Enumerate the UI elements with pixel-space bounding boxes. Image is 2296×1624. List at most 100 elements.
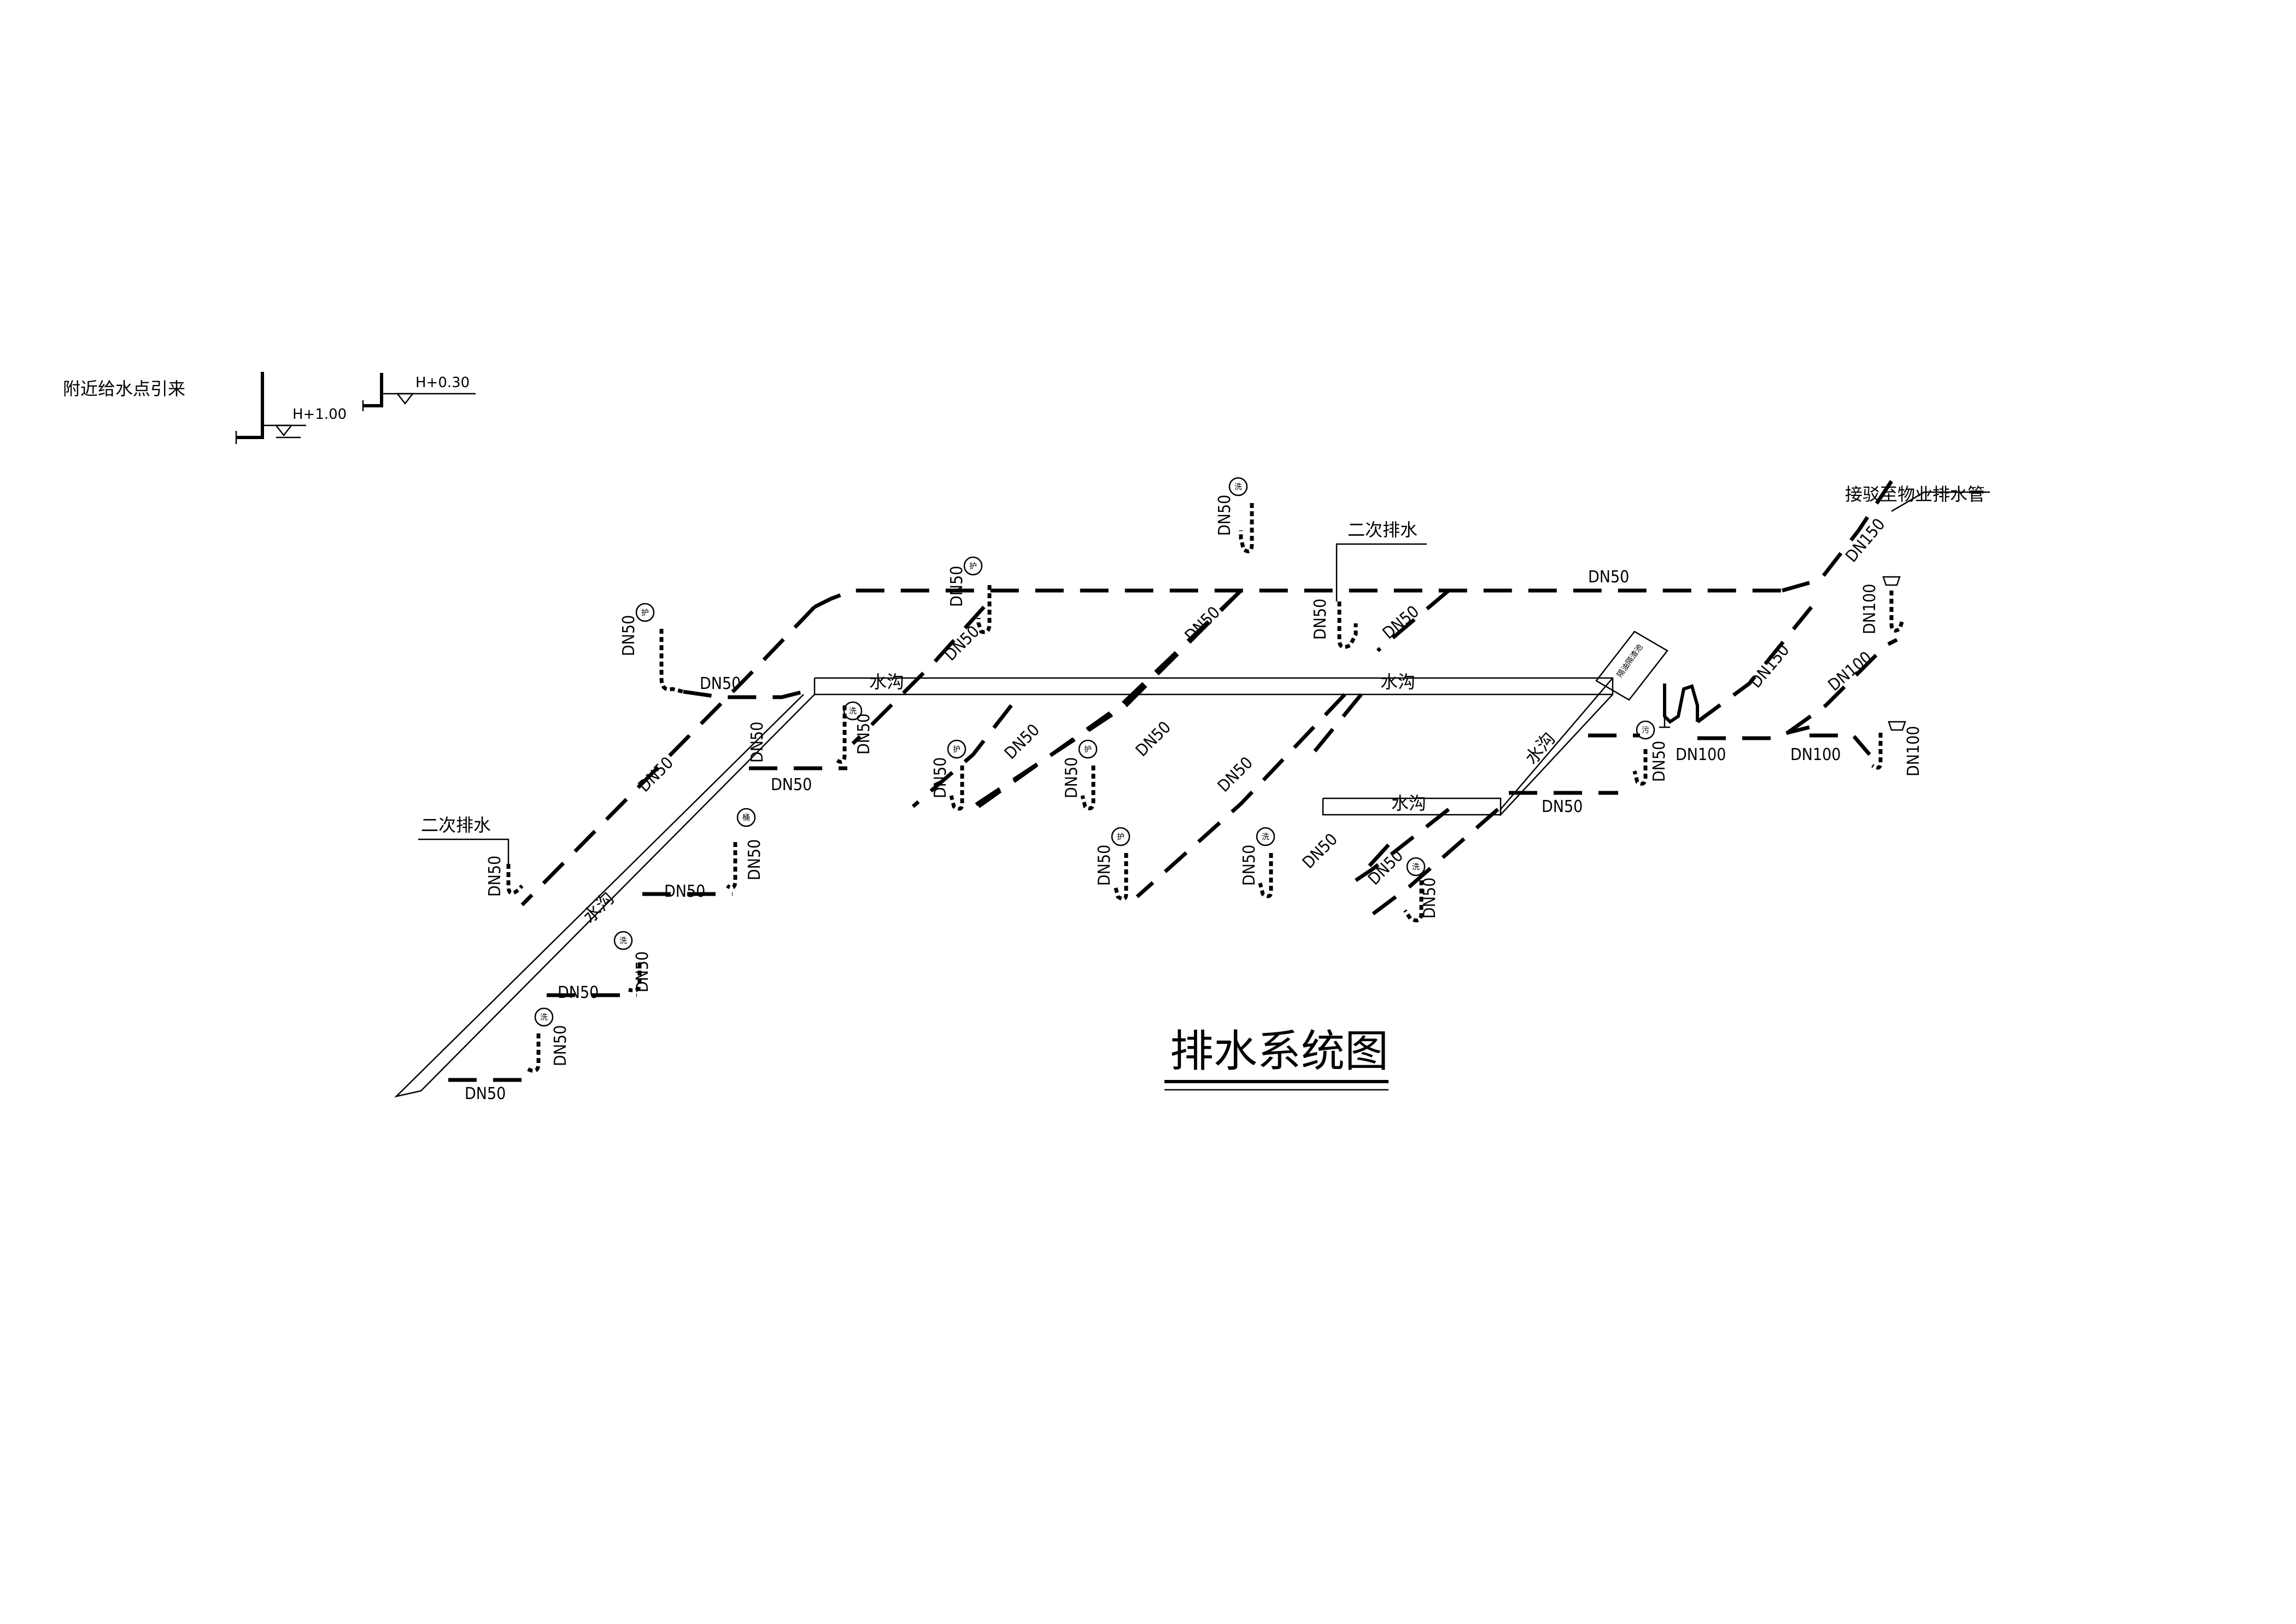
trap-secondary-left	[506, 864, 524, 895]
secondary-drain-label-left: 二次排水	[421, 815, 491, 836]
dn-label-18: DN50	[1095, 845, 1114, 886]
fixture-wu: 污	[1642, 726, 1649, 735]
left-branch-pipe	[683, 687, 815, 699]
trench-main-horizontal	[813, 677, 1614, 696]
supply-riser-1	[235, 372, 306, 444]
dn-label-31: DN50	[465, 1084, 506, 1103]
trap-xi-5	[526, 1033, 541, 1073]
dn-label-27: DN50	[664, 882, 705, 901]
drawing-title: 排水系统图	[1170, 1026, 1389, 1077]
dn-label-20: DN50	[1299, 830, 1342, 873]
drain-pipes	[448, 480, 1898, 1082]
dn-label-36: DN100	[1825, 648, 1876, 695]
fixture-hu-1: 护	[641, 609, 649, 617]
trap-hu-3	[949, 766, 964, 811]
dn-label-22: DN50	[1420, 878, 1439, 919]
dn-label-28: DN50	[633, 951, 652, 992]
trap-dn100-bottom	[1871, 733, 1883, 770]
dn-label-24: DN50	[1650, 741, 1669, 782]
dn-label-03: DN50	[635, 753, 677, 796]
water-source-note: 附近给水点引来	[63, 378, 185, 399]
branch-pipe-1	[851, 605, 986, 745]
branch-pipe-3	[977, 589, 1243, 808]
trench-label-5: 水沟	[1391, 793, 1426, 814]
trap-xi-top	[1239, 503, 1254, 553]
dn-label-05: DN50	[941, 622, 983, 665]
trap-dn100-top	[1889, 591, 1905, 633]
trap-xi-3	[1403, 880, 1424, 922]
trench-main-diagonal	[394, 694, 815, 1098]
trap-hu-4	[1080, 766, 1096, 810]
trench-label-1: 水沟	[869, 671, 904, 692]
connection-label: 接驳至物业排水管	[1845, 484, 1985, 505]
fixture-xi-3: 洗	[1412, 863, 1420, 872]
dn-label-01: DN50	[700, 674, 741, 693]
trap-xi-4	[628, 962, 642, 992]
branch-pipe-6	[1310, 693, 1363, 756]
dn-label-37: DN100	[1676, 745, 1726, 764]
fixture-tong: 桶	[742, 814, 750, 822]
dn-label-17: DN50	[1214, 753, 1257, 796]
main-outfall-pipe	[1782, 480, 1893, 593]
branch-pipe-7	[1355, 808, 1450, 882]
fixture-xi-top: 洗	[1234, 483, 1242, 492]
dn150-pipe	[1696, 594, 1822, 723]
fixture-xi-5: 洗	[540, 1013, 548, 1022]
connection-note: 接驳至物业排水管	[1845, 484, 1990, 512]
dn-label-06: DN50	[1215, 495, 1234, 536]
grease-separator: 隔油隔渣池	[1595, 630, 1668, 701]
dn-label-39: DN100	[1904, 726, 1923, 776]
dn-label-12: DN50	[771, 775, 812, 795]
dn-label-30: DN50	[551, 1025, 570, 1066]
dn-label-13: DN50	[931, 757, 950, 798]
fixture-traps	[506, 503, 1905, 1073]
secondary-drain-label-top: 二次排水	[1348, 519, 1418, 540]
trench-lower-horizontal	[1322, 797, 1502, 816]
trap-xi-1	[835, 722, 847, 764]
dn-label-08: DN50	[1588, 568, 1629, 587]
dn-label-32: DN50	[485, 856, 505, 897]
dn-label-10: DN50	[1379, 602, 1423, 643]
trap-hu-1	[659, 629, 684, 694]
trench-label-3: 水沟	[579, 888, 618, 927]
dn100-pipe-1	[1697, 725, 1810, 740]
floor-drain-bottom	[1888, 721, 1906, 731]
dn-label-19: DN50	[1240, 845, 1259, 886]
elevation-label-2: H+0.30	[415, 375, 470, 391]
dn-label-23: DN50	[1542, 797, 1583, 816]
dn-label-35: DN100	[1860, 584, 1879, 634]
dn-label-15: DN50	[1062, 757, 1081, 798]
dn-label-07: DN50	[1181, 603, 1224, 646]
fixture-xi-4: 洗	[619, 937, 627, 945]
dn-label-34: DN150	[1746, 641, 1793, 692]
dn100-pipe-2	[1786, 638, 1898, 734]
dn-label-04: DN50	[947, 566, 967, 607]
dn100-pipe-3	[1809, 733, 1871, 756]
dn-label-09: DN50	[1311, 599, 1330, 640]
trench-label-4: 水沟	[1521, 728, 1559, 768]
fixture-hu-4: 护	[1084, 745, 1092, 754]
fixture-hu-5: 护	[1117, 833, 1124, 842]
fixture-symbols: 护 护 洗 洗 护 护 护 洗 洗 污 桶 洗 洗	[534, 477, 1906, 1027]
dn-label-38: DN100	[1790, 745, 1841, 764]
elevation-label-1: H+1.00	[292, 406, 347, 423]
secondary-drain-note-top: 二次排水	[1336, 519, 1427, 601]
trap-xi-2	[1258, 853, 1273, 898]
top-collector-pipe	[813, 588, 1782, 609]
trap-wu	[1632, 749, 1648, 786]
separator-outlet-trap	[1659, 684, 1699, 728]
branch-pipe-8	[1360, 843, 1390, 877]
trap-hu-2	[976, 585, 992, 634]
trap-tong	[726, 842, 737, 890]
dn-label-14: DN50	[1001, 721, 1044, 763]
branch-pipe-5	[1376, 589, 1450, 652]
grease-separator-label: 隔油隔渣池	[1615, 643, 1644, 680]
dn-label-26: DN50	[745, 839, 764, 880]
branch-pipe-9	[1365, 808, 1500, 920]
dn-label-02: DN50	[619, 615, 639, 656]
fixture-hu-3: 护	[953, 745, 960, 754]
branch-pipe-10	[911, 704, 1013, 808]
supply-riser-2	[362, 373, 476, 411]
fixture-xi-1: 洗	[849, 707, 857, 716]
